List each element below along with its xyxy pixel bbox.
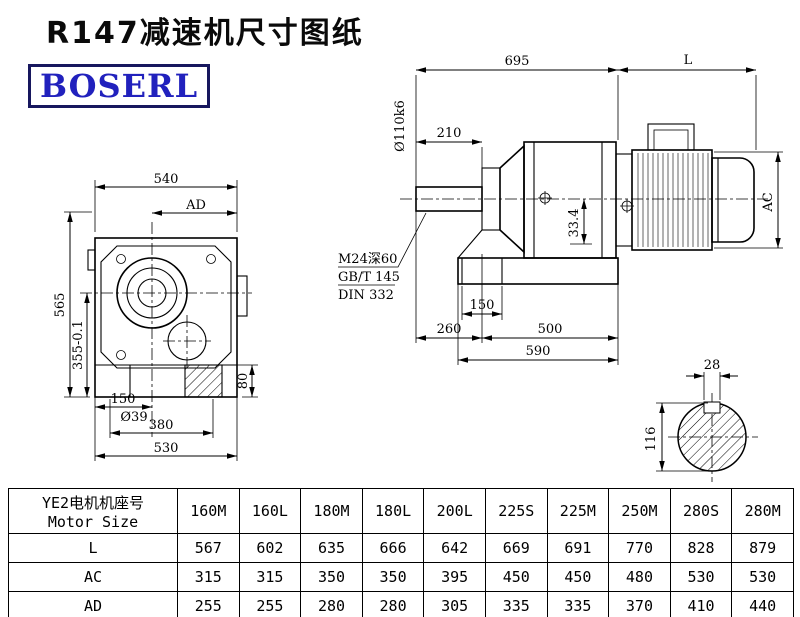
table-header-row: YE2电机机座号 Motor Size 160M 160L 180M 180L … xyxy=(8,488,794,534)
table-cell: 335 xyxy=(484,591,548,617)
dim-shaft-diameter: Ø110k6 xyxy=(393,100,408,152)
dim-380: 380 xyxy=(149,418,174,433)
table-cell: 280 xyxy=(300,591,363,617)
table-row-AC: AC 315 315 350 350 395 450 450 480 530 5… xyxy=(8,562,794,592)
table-cell: 879 xyxy=(731,533,794,563)
motor-size-table: YE2电机机座号 Motor Size 160M 160L 180M 180L … xyxy=(8,488,794,617)
technical-drawing: 540 AD 565 355-0.1 150 Ø39 380 530 xyxy=(53,53,783,482)
table-cell: 305 xyxy=(423,591,486,617)
table-cell: 450 xyxy=(484,562,548,592)
dim-bore-39: Ø39 xyxy=(120,410,147,425)
row-label-AD: AD xyxy=(8,591,178,617)
table-cell: 280 xyxy=(361,591,425,617)
table-cell: 669 xyxy=(484,533,548,563)
dim-80: 80 xyxy=(236,373,251,390)
dim-AC: AC xyxy=(761,192,776,212)
table-cell: 480 xyxy=(608,562,671,592)
column-header: 250M xyxy=(608,488,671,534)
label-din-standard: DIN 332 xyxy=(338,288,394,303)
table-row-AD: AD 255 255 280 280 305 335 335 370 410 4… xyxy=(8,591,794,617)
dim-28: 28 xyxy=(704,358,721,373)
label-gb-standard: GB/T 145 xyxy=(338,270,400,285)
table-cell: 440 xyxy=(731,591,794,617)
table-cell: 691 xyxy=(546,533,610,563)
dim-530: 530 xyxy=(154,441,179,456)
dim-L: L xyxy=(684,53,693,68)
table-cell: 770 xyxy=(608,533,671,563)
boserl-logo: BOSERL xyxy=(28,64,211,108)
motor-size-header-cn: YE2电机机座号 xyxy=(41,493,145,512)
table-cell: 450 xyxy=(546,562,610,592)
table-cell: 315 xyxy=(177,562,240,592)
column-header: 180M xyxy=(300,488,363,534)
dim-33-4: 33.4 xyxy=(567,209,582,238)
table-cell: 315 xyxy=(238,562,302,592)
column-header: 200L xyxy=(423,488,486,534)
column-header: 180L xyxy=(361,488,425,534)
dim-355: 355-0.1 xyxy=(71,320,86,370)
table-cell: 370 xyxy=(608,591,671,617)
column-header: 225M xyxy=(546,488,610,534)
motor-size-header-en: Motor Size xyxy=(47,512,139,531)
table-cell: 530 xyxy=(669,562,733,592)
dim-590: 590 xyxy=(526,344,551,359)
shaft-section-drawing: 28 116 xyxy=(644,358,758,482)
dim-116: 116 xyxy=(644,427,659,452)
table-cell: 255 xyxy=(177,591,240,617)
row-label-L: L xyxy=(8,533,178,563)
column-header: 160M xyxy=(177,488,240,534)
dim-260: 260 xyxy=(437,322,462,337)
dim-500: 500 xyxy=(538,322,563,337)
table-cell: 335 xyxy=(546,591,610,617)
column-header: 280S xyxy=(669,488,733,534)
table-row-L: L 567 602 635 666 642 669 691 770 828 87… xyxy=(8,533,794,563)
table-cell: 395 xyxy=(423,562,486,592)
dim-540: 540 xyxy=(154,172,179,187)
dim-210: 210 xyxy=(437,126,462,141)
table-cell: 350 xyxy=(361,562,425,592)
dim-565: 565 xyxy=(53,293,68,318)
table-cell: 666 xyxy=(361,533,425,563)
table-cell: 828 xyxy=(669,533,733,563)
label-tap-spec: M24深60 xyxy=(338,252,397,267)
front-view-drawing: 540 AD 565 355-0.1 150 Ø39 380 530 xyxy=(53,172,258,461)
dim-695: 695 xyxy=(505,54,530,69)
dim-150-front: 150 xyxy=(111,392,136,407)
dim-ad: AD xyxy=(185,198,206,213)
table-cell: 350 xyxy=(300,562,363,592)
side-view-drawing: 695 L 210 Ø110k6 M24深60 GB/T 145 DIN 332… xyxy=(338,53,783,365)
table-cell: 567 xyxy=(177,533,240,563)
table-cell: 642 xyxy=(423,533,486,563)
column-header: 225S xyxy=(484,488,548,534)
table-cell: 530 xyxy=(731,562,794,592)
table-cell: 602 xyxy=(238,533,302,563)
page-title: R147减速机尺寸图纸 xyxy=(46,16,364,51)
motor-size-header: YE2电机机座号 Motor Size xyxy=(8,488,178,534)
table-cell: 255 xyxy=(238,591,302,617)
table-cell: 635 xyxy=(300,533,363,563)
table-cell: 410 xyxy=(669,591,733,617)
row-label-AC: AC xyxy=(8,562,178,592)
column-header: 280M xyxy=(731,488,794,534)
column-header: 160L xyxy=(238,488,302,534)
